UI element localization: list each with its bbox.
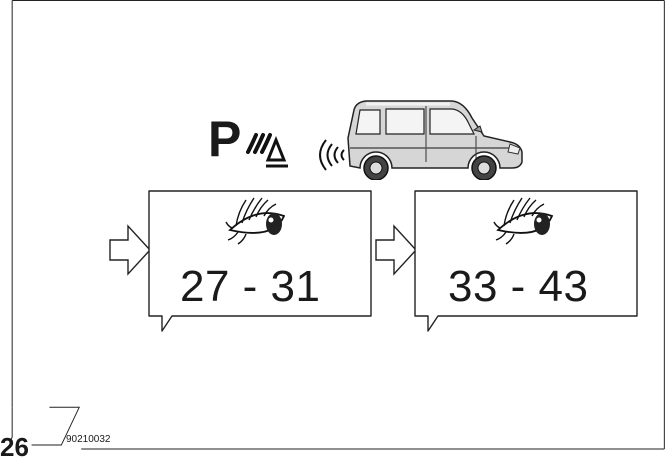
panel-1-frame (148, 190, 372, 332)
arrow-right-icon (109, 224, 151, 276)
eye-icon (493, 197, 554, 245)
image-code: 90210032 (66, 434, 111, 445)
parking-sensor-warning-icon (246, 133, 288, 168)
range-label-1: 27 - 31 (180, 262, 321, 311)
van-icon (347, 100, 523, 180)
parking-symbol-letter: P (208, 111, 242, 167)
figure-number: 26 (0, 432, 29, 462)
eye-icon (225, 197, 286, 245)
range-label-2: 33 - 43 (448, 262, 589, 311)
page-frame (10, 0, 665, 450)
arrow-right-icon (375, 224, 417, 276)
panel-2-frame (414, 190, 638, 332)
sound-wave-icon (319, 139, 345, 171)
